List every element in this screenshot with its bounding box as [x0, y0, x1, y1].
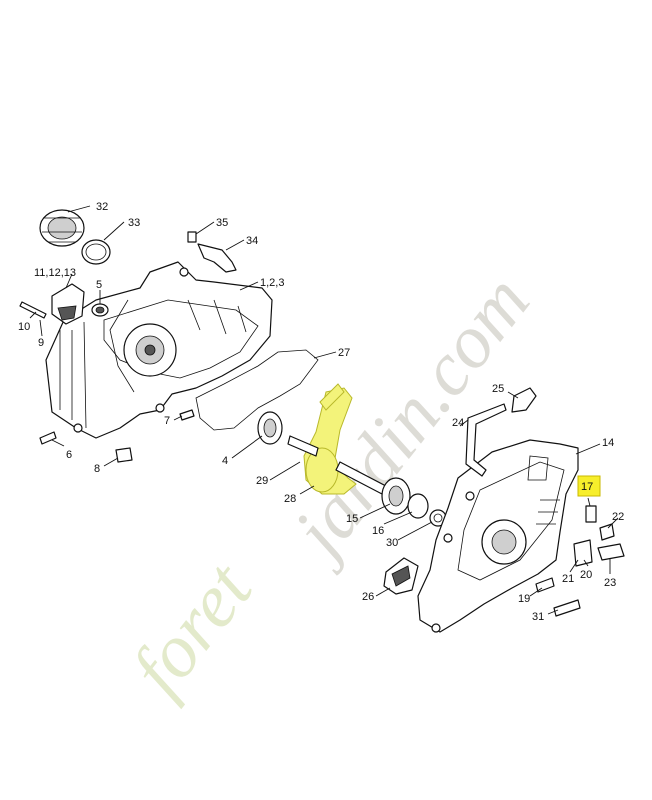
part-28-crankshaft — [287, 383, 387, 495]
watermark-foret: foret — [115, 546, 269, 710]
callout-15: 15 — [346, 513, 358, 525]
callout-8: 8 — [94, 463, 100, 475]
callout-23: 23 — [604, 577, 616, 589]
callout-28: 28 — [284, 493, 296, 505]
callout-7: 7 — [164, 415, 170, 427]
callout-22: 22 — [612, 511, 624, 523]
gasket — [195, 349, 319, 431]
leader-lines — [29, 205, 619, 615]
part-6-screw — [39, 431, 57, 445]
callout-30: 30 — [386, 537, 398, 549]
part-32-cap — [39, 209, 85, 247]
part-4-bearing — [257, 411, 283, 445]
callout-32: 32 — [96, 201, 108, 213]
part-15-bearing — [381, 477, 411, 515]
part-8-plug — [115, 447, 133, 463]
callout-26: 26 — [362, 591, 374, 603]
callout-5: 5 — [96, 279, 102, 291]
callout-33: 33 — [128, 217, 140, 229]
part-31-screw — [553, 599, 581, 617]
callout-14: 14 — [602, 437, 614, 449]
crankcase-left-half — [45, 261, 273, 439]
callout-29: 29 — [256, 475, 268, 487]
callout-21: 21 — [562, 573, 574, 585]
part-25-fitting — [511, 387, 537, 413]
highlight-box-17 — [577, 475, 601, 497]
callout-31: 31 — [532, 611, 544, 623]
part-34-bracket — [197, 243, 237, 273]
part-20-pin — [573, 539, 593, 567]
part-24-tube — [465, 403, 507, 477]
callout-10: 10 — [18, 321, 30, 333]
callout-19: 19 — [518, 593, 530, 605]
callout-24: 24 — [452, 417, 464, 429]
part-7-screw — [179, 409, 195, 421]
callout-34: 34 — [246, 235, 258, 247]
crankcase-right-half — [417, 439, 579, 633]
callout-11-12-13: 11,12,13 — [34, 267, 76, 279]
part-17-pin — [585, 505, 597, 523]
callout-9: 9 — [38, 337, 44, 349]
callout-4: 4 — [222, 455, 228, 467]
part-23-bolt — [597, 543, 625, 561]
part-10-screw — [19, 301, 47, 319]
part-16-seal — [407, 493, 429, 519]
callout-35: 35 — [216, 217, 228, 229]
part-11-cover — [51, 283, 85, 325]
callout-27: 27 — [338, 347, 350, 359]
callout-17: 17 — [581, 481, 593, 493]
part-35-screw — [187, 231, 197, 243]
callout-25: 25 — [492, 383, 504, 395]
callout-1-2-3: 1,2,3 — [260, 277, 284, 289]
callout-20: 20 — [580, 569, 592, 581]
part-22-sleeve — [599, 523, 615, 541]
callout-16: 16 — [372, 525, 384, 537]
callout-6: 6 — [66, 449, 72, 461]
callout-labels: 32 33 35 34 11,12,13 1,2,3 5 10 9 27 7 6… — [18, 201, 624, 623]
